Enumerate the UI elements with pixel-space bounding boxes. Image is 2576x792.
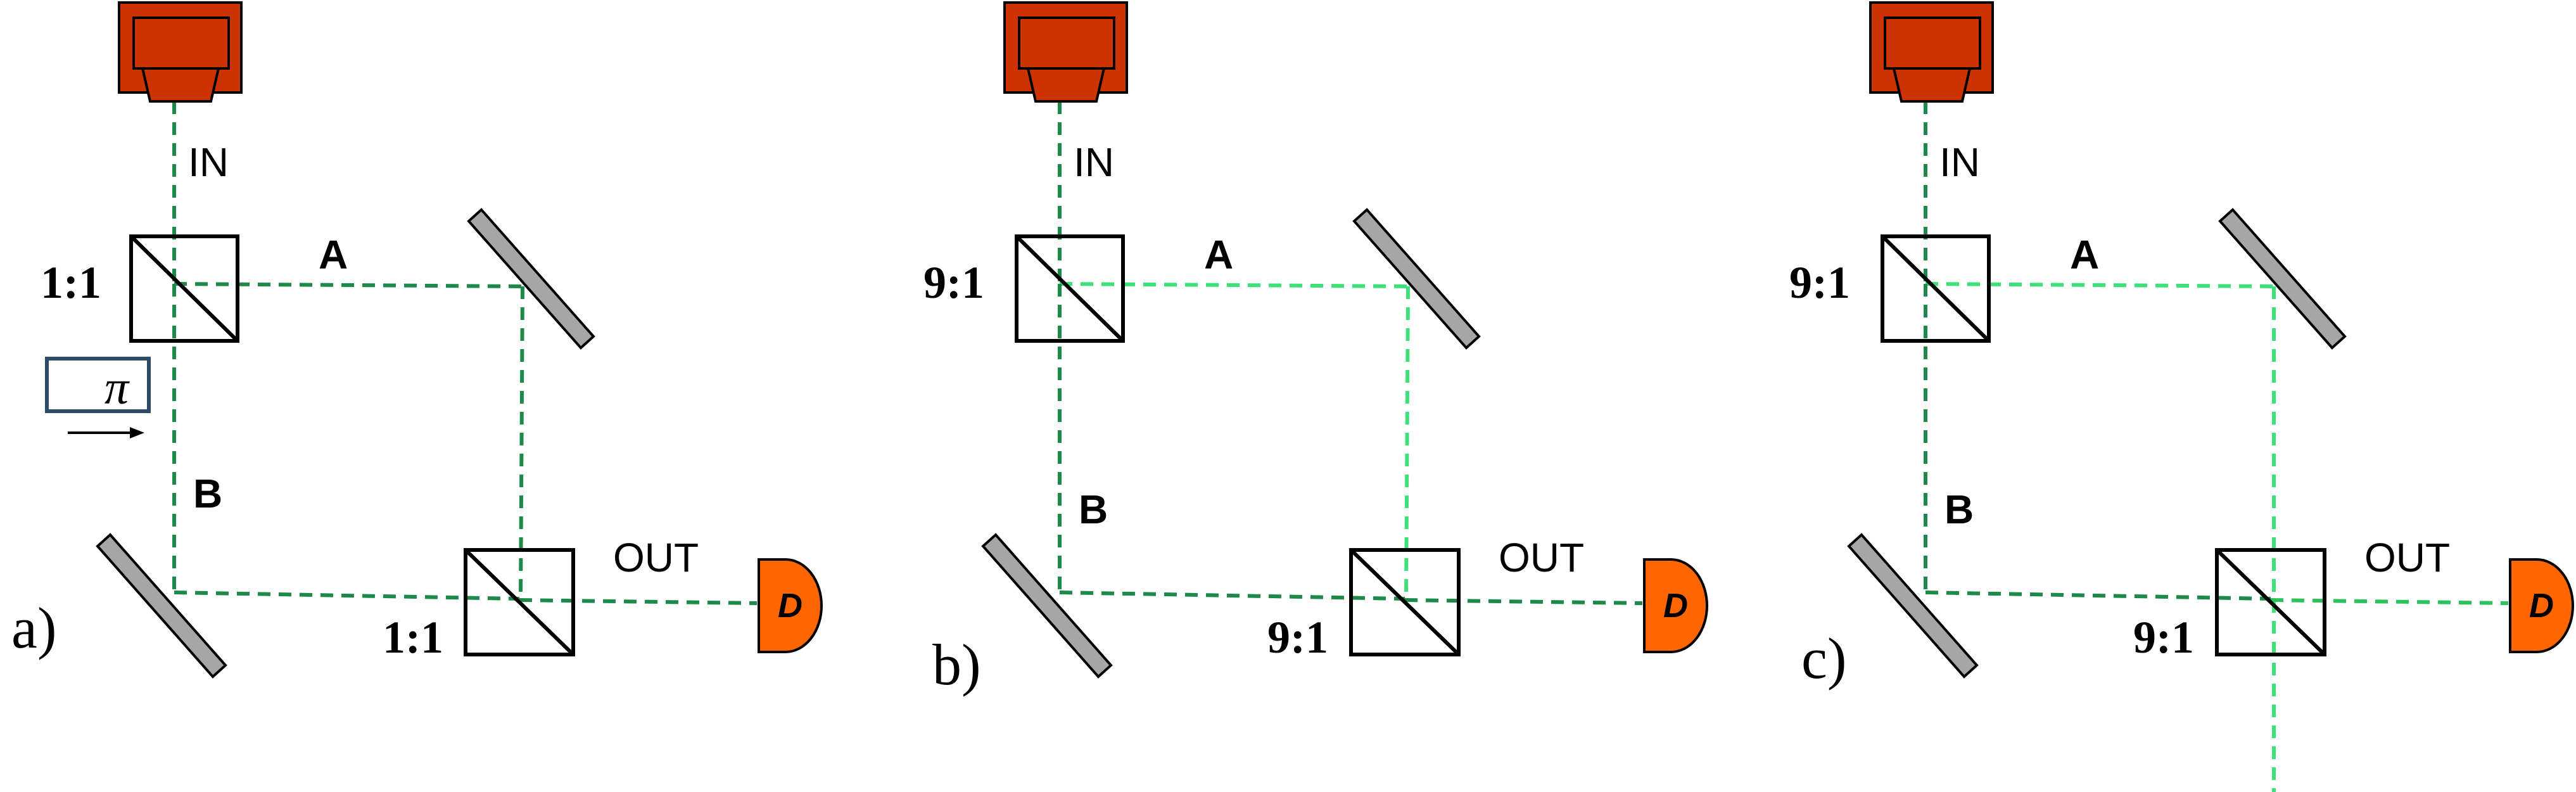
splitter-top-ratio: 1:1 — [41, 257, 101, 308]
mirror-top-right — [2218, 208, 2347, 350]
splitter-bottom-ratio: 9:1 — [1267, 612, 1328, 663]
splitter-top-ratio: 9:1 — [923, 257, 984, 308]
detector — [758, 558, 823, 653]
detector-label: D — [2529, 587, 2554, 625]
beam-arm-a-horizontal — [174, 282, 526, 288]
beam-splitter-top — [1881, 234, 1991, 343]
laser-source — [1869, 1, 1994, 103]
label-out: OUT — [2364, 535, 2450, 580]
label-out: OUT — [1499, 535, 1584, 580]
mirror-top-right — [1352, 208, 1481, 350]
laser-source — [118, 1, 243, 103]
label-arm-a: A — [1204, 232, 1233, 278]
label-arm-b: B — [1945, 487, 1974, 532]
beam-splitter-top — [1015, 234, 1125, 343]
detector-label: D — [1663, 587, 1688, 625]
beam-arm-a-vertical — [519, 286, 524, 599]
label-arm-a: A — [2070, 232, 2099, 278]
beam-output — [1404, 598, 1643, 605]
panel-b: IN A B OUT 9:1 9:1 D b) — [923, 1, 1708, 697]
detector — [2509, 558, 2574, 653]
beam-paths — [1058, 101, 1643, 605]
panel-c: IN A B OUT 9:1 9:1 D c) — [1789, 1, 2574, 792]
label-in: IN — [1074, 139, 1114, 185]
beam-splitter-bottom — [1349, 548, 1461, 656]
phase-shifter-label: π — [105, 361, 130, 414]
panel-tag: b) — [932, 632, 981, 697]
beam-paths — [172, 101, 758, 605]
beam-splitter-top — [129, 234, 239, 343]
detector — [1643, 558, 1708, 653]
label-arm-b: B — [193, 471, 222, 516]
phase-shifter — [45, 357, 151, 438]
splitter-bottom-ratio: 9:1 — [2133, 612, 2194, 663]
beam-arm-a-horizontal — [1925, 282, 2278, 288]
beam-output — [519, 598, 758, 605]
beam-splitter-bottom — [2215, 548, 2326, 656]
panel-tag: a) — [11, 596, 56, 660]
panel-tag: c) — [1801, 626, 1846, 691]
label-arm-b: B — [1079, 487, 1108, 532]
beam-output — [2270, 598, 2509, 605]
label-out: OUT — [613, 535, 699, 580]
laser-source — [1003, 1, 1128, 103]
label-arm-a: A — [319, 232, 348, 278]
splitter-bottom-ratio: 1:1 — [383, 612, 443, 663]
mirror-top-right — [467, 208, 595, 350]
mirror-bottom-left — [1847, 533, 1979, 679]
beam-arm-b-horizontal — [1059, 591, 1405, 601]
beam-arm-a-horizontal — [1059, 282, 1412, 288]
beam-arm-b-horizontal — [174, 591, 520, 601]
detector-label: D — [778, 587, 803, 625]
label-in: IN — [188, 139, 229, 185]
mirror-bottom-left — [981, 533, 1113, 679]
panel-a: IN A B OUT 1:1 1:1 π D a) — [11, 1, 823, 679]
phase-shifter-arrow-head — [130, 427, 144, 438]
splitter-top-ratio: 9:1 — [1789, 257, 1850, 308]
beam-arm-a-vertical — [1404, 286, 1410, 599]
label-in: IN — [1939, 139, 1980, 185]
beam-arm-b-horizontal — [1925, 591, 2271, 601]
beam-paths — [1924, 101, 2509, 792]
mirror-bottom-left — [96, 533, 227, 679]
beam-splitter-bottom — [464, 548, 575, 656]
